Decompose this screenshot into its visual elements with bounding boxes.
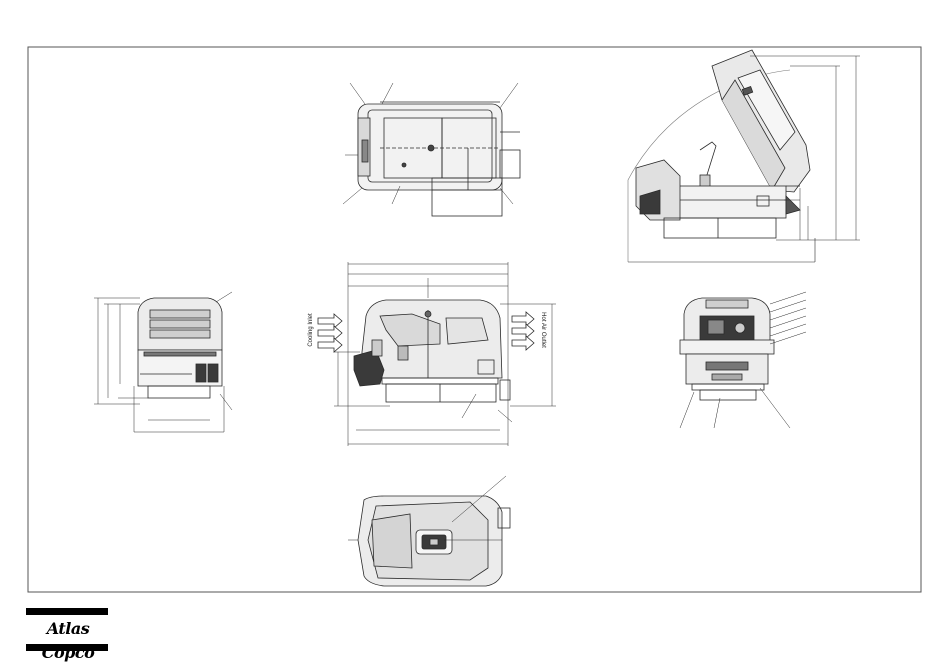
top-view-open xyxy=(343,83,520,216)
plan-view xyxy=(348,476,510,586)
rear-view xyxy=(680,292,806,428)
logo-bottom-bar xyxy=(26,644,108,651)
cooling-inlet-label: Cooling Inlet xyxy=(308,313,314,347)
side-view-canopy-open xyxy=(628,50,860,262)
outlet-arrows xyxy=(512,312,534,350)
side-view xyxy=(334,262,556,446)
hot-air-outlet-label: Hot Air Outlet xyxy=(540,312,546,348)
atlas-copco-logo: Atlas Copco xyxy=(26,608,110,652)
logo-wordmark: Atlas Copco xyxy=(26,617,110,665)
logo-top-bar xyxy=(26,608,108,615)
inlet-arrows xyxy=(318,314,342,352)
front-view xyxy=(94,292,232,432)
